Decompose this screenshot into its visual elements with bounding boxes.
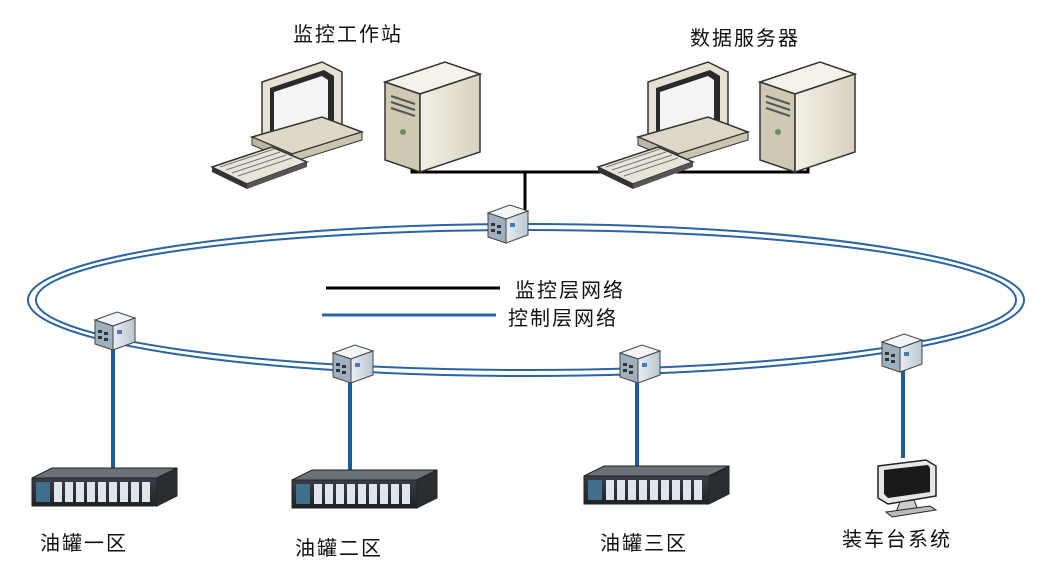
loading-system-label: 装车台系统 (842, 527, 952, 551)
control-network-drops (111, 345, 905, 473)
server-tower-icon (384, 61, 481, 173)
network-switch-icon (332, 344, 374, 384)
tank-zone-2-label: 油罐二区 (295, 536, 383, 560)
network-switch-icon (94, 311, 136, 351)
tank-zone-3-label: 油罐三区 (600, 531, 688, 555)
network-switch-icon (487, 204, 529, 244)
data-server-label: 数据服务器 (690, 26, 800, 50)
network-switch-icon (881, 333, 923, 373)
monitor-icon (877, 459, 937, 518)
network-switch-icon (619, 344, 661, 384)
plc-rack-icon (291, 469, 438, 509)
desktop-computer-icon (597, 61, 749, 190)
legend-control-label: 控制层网络 (508, 306, 618, 330)
workstation-node (211, 61, 481, 190)
legend-monitor-label: 监控层网络 (515, 278, 625, 302)
tank-zone-1-label: 油罐一区 (40, 531, 128, 555)
plc-rack-icon (31, 467, 178, 507)
plc-rack-icon (583, 465, 730, 505)
server-tower-icon (759, 61, 856, 173)
desktop-computer-icon (211, 61, 363, 190)
data-server-node (597, 61, 856, 190)
workstation-label: 监控工作站 (293, 22, 403, 46)
